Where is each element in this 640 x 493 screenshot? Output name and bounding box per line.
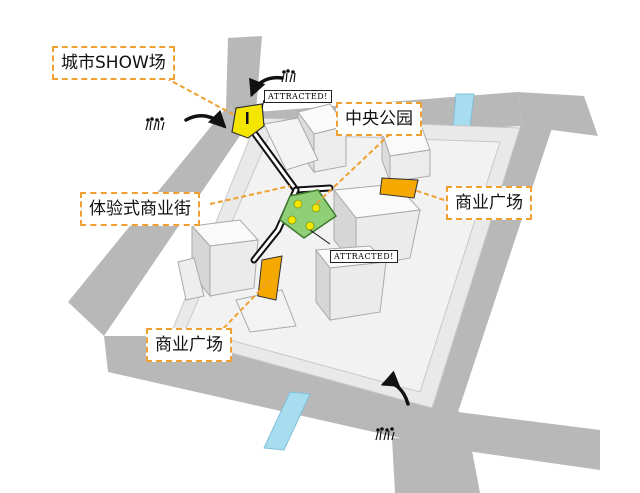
central-park <box>279 189 338 239</box>
park-tree <box>287 215 297 225</box>
leader-attracted-top <box>261 99 265 109</box>
building-northeast-front <box>389 149 431 183</box>
label-plaza-east: 商业广场 <box>446 186 532 220</box>
people-icon <box>281 69 296 83</box>
road-northwest <box>226 36 262 112</box>
commercial-plaza-east <box>379 177 419 199</box>
tag-leaders <box>261 99 331 245</box>
arrow-curved-icon <box>184 109 227 129</box>
building-south-front <box>329 261 387 321</box>
people-icon <box>375 427 395 441</box>
label-city-show: 城市SHOW场 <box>52 46 175 80</box>
label-plaza-south: 商业广场 <box>146 328 232 362</box>
leader-lines <box>165 77 445 335</box>
street-branch-northwest-core <box>250 128 298 192</box>
arrow-curved-icon <box>380 370 410 406</box>
park-tree <box>311 203 321 213</box>
arrow-curved-icon <box>249 75 284 98</box>
label-experience-street: 体验式商业街 <box>80 192 200 226</box>
leader-city-show <box>165 77 237 117</box>
show-plaza-marker <box>246 112 249 124</box>
street-branch-north-core <box>294 186 332 192</box>
leader-plaza-south <box>217 279 271 335</box>
city-show-plaza <box>231 103 265 139</box>
people-figures <box>145 69 395 441</box>
building-west-annex <box>177 257 205 301</box>
tag-attracted-park: Attracted! <box>330 250 398 263</box>
river-south <box>263 391 311 451</box>
building-west-front <box>209 239 259 297</box>
park-tree <box>293 199 303 209</box>
park-lawn <box>279 189 338 239</box>
label-central-park: 中央公园 <box>336 102 422 136</box>
leader-attracted-park <box>309 229 331 245</box>
building-north-low <box>263 117 319 171</box>
commercial-plaza-south <box>257 255 283 301</box>
road-northeast <box>518 92 598 136</box>
people-icon <box>145 117 165 131</box>
park-tree <box>305 221 315 231</box>
road-south-stub <box>392 438 480 493</box>
leader-plaza-east <box>407 187 445 201</box>
road-southeast <box>458 412 600 470</box>
tag-attracted-top: Attracted! <box>264 90 332 103</box>
road-south <box>104 336 462 452</box>
leader-central-park <box>315 133 391 205</box>
flow-arrows <box>184 75 410 406</box>
leader-experience-street <box>209 185 291 205</box>
